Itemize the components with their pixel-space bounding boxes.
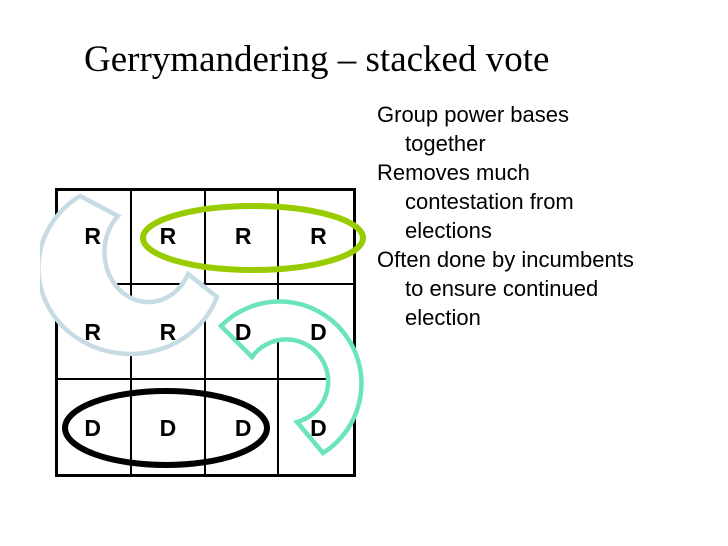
grid-cell	[132, 379, 206, 474]
voter-letter: R	[84, 222, 101, 249]
voter-letter: D	[234, 415, 252, 442]
voter-letter: D	[234, 318, 252, 345]
d-power-base-crescent-shape	[217, 299, 364, 456]
voter-letter: D	[310, 318, 327, 345]
voter-letter: R	[159, 222, 177, 249]
voter-letter: D	[84, 415, 101, 442]
bullet-line: together	[405, 131, 486, 156]
r-power-base-crescent-shape	[40, 193, 220, 357]
bullet-text-block: Group power bases together Removes much …	[377, 100, 707, 332]
voter-letter: R	[159, 318, 177, 345]
bullet-line: Often done by incumbents	[377, 247, 634, 272]
bullet-line: contestation from	[405, 189, 574, 214]
grid-cell	[206, 379, 280, 474]
slide-title: Gerrymandering – stacked vote	[84, 39, 550, 80]
bullet-line: Group power bases	[377, 102, 569, 127]
district-shapes-overlay	[40, 193, 366, 468]
grid-cell	[58, 379, 132, 474]
grid-cell	[279, 285, 353, 380]
bullet-line: elections	[405, 218, 492, 243]
r-stacked-district-ellipse	[140, 203, 366, 273]
grid-cell	[205, 191, 280, 286]
grid-cell	[279, 191, 353, 286]
voter-letter: R	[234, 222, 252, 249]
voter-letter: R	[310, 222, 327, 249]
grid-cell	[131, 191, 206, 286]
voter-letter: R	[84, 318, 101, 345]
bullet-line: election	[405, 305, 481, 330]
bullet-line: Removes much	[377, 160, 530, 185]
grid-cell	[131, 285, 206, 380]
voter-letter: D	[310, 415, 327, 442]
d-stacked-district-ellipse	[62, 388, 270, 468]
bullet-line: to ensure continued	[405, 276, 599, 301]
voter-letters-layer: R R R R R R D D D D D D	[55, 188, 356, 477]
voter-letter: D	[159, 415, 177, 442]
